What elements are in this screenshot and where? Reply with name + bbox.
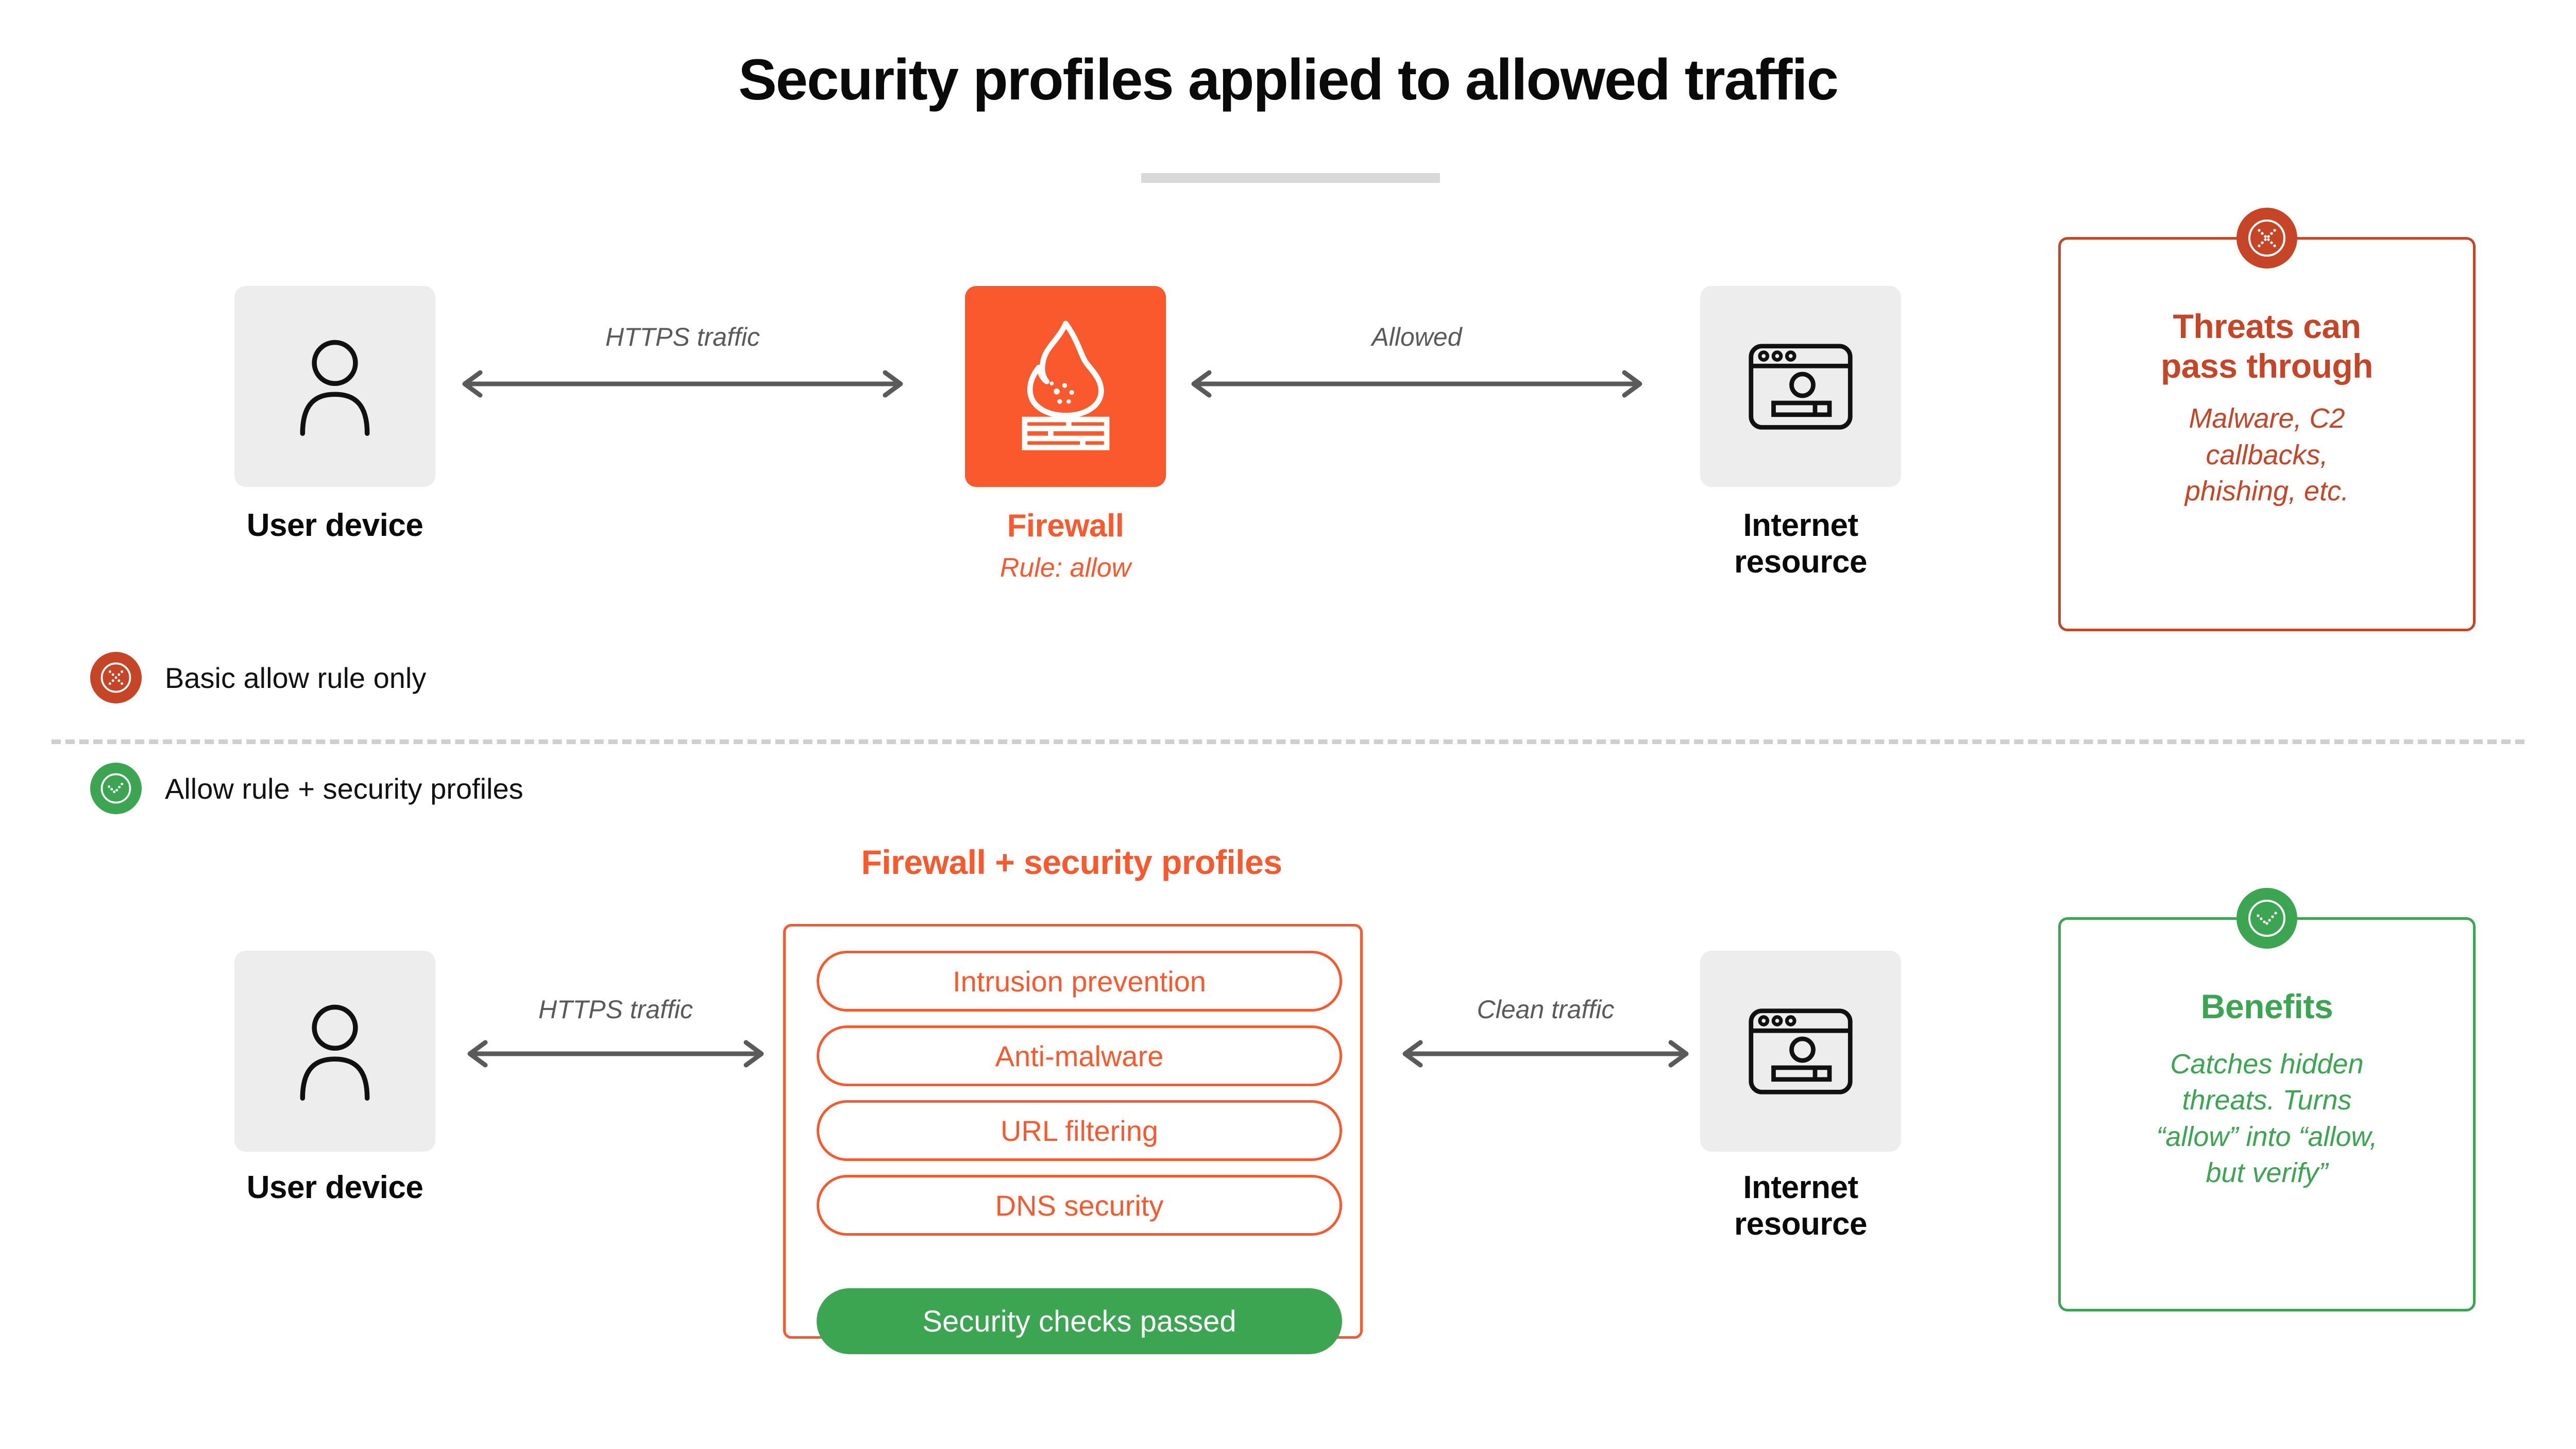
threats-card-body-line3: phishing, etc. <box>2184 475 2349 507</box>
bottom-arrow-left <box>467 1040 764 1068</box>
top-arrow-right <box>1191 370 1642 398</box>
bottom-user-device-label: User device <box>246 1170 423 1205</box>
circle-x-icon-glyph <box>100 662 131 693</box>
status-badge-label: Security checks passed <box>922 1304 1236 1338</box>
firewall-flame-brick-icon <box>1022 321 1109 450</box>
bottom-arrow-right <box>1402 1040 1689 1068</box>
circle-check-icon-glyph <box>100 773 131 804</box>
threats-card-title-line2: pass through <box>2160 347 2374 385</box>
profile-pill-intrusion-prevention[interactable]: Intrusion prevention <box>817 951 1342 1012</box>
benefits-card-body-line1: Catches hidden <box>2170 1049 2364 1080</box>
top-arrow-left-label: HTTPS traffic <box>605 323 760 351</box>
bottom-arrow-right-label: Clean traffic <box>1477 995 1615 1024</box>
person-icon <box>300 1004 370 1101</box>
bottom-arrow-left-label: HTTPS traffic <box>538 995 693 1024</box>
legend-item-basic-allow: Basic allow rule only <box>90 652 426 703</box>
legend-item-allow-plus-profiles: Allow rule + security profiles <box>90 763 523 814</box>
top-arrow-left <box>462 370 903 398</box>
profile-pill-anti-malware[interactable]: Anti-malware <box>817 1025 1342 1086</box>
firewall-label: Firewall <box>1007 508 1124 544</box>
circle-check-icon <box>2236 888 2297 949</box>
person-icon <box>300 340 370 436</box>
security-profiles-heading: Firewall + security profiles <box>861 843 1282 881</box>
top-user-device-label: User device <box>246 508 423 543</box>
top-arrow-right-label: Allowed <box>1371 323 1462 351</box>
threats-card-body-line1: Malware, C2 <box>2189 403 2345 434</box>
legend-label-basic-allow: Basic allow rule only <box>165 661 427 694</box>
title-underline-bar <box>1141 173 1440 183</box>
threats-card-body: Malware, C2 callbacks, phishing, etc. <box>2185 400 2349 509</box>
benefits-card-title: Benefits <box>2200 987 2333 1025</box>
bottom-internet-resource-label-line1: Internet <box>1743 1170 1858 1205</box>
threats-card: Threats can pass through Malware, C2 cal… <box>2058 237 2476 631</box>
profile-pill-label: Anti-malware <box>995 1039 1164 1072</box>
status-badge-security-checks-passed: Security checks passed <box>817 1288 1342 1354</box>
bottom-internet-resource-label-line2: resource <box>1734 1206 1867 1242</box>
page-title: Security profiles applied to allowed tra… <box>738 47 1839 112</box>
top-user-device-tile <box>234 286 435 487</box>
profile-pill-label: DNS security <box>995 1189 1164 1222</box>
firewall-tile <box>965 286 1166 487</box>
bottom-internet-resource-tile <box>1700 951 1901 1152</box>
circle-check-icon-glyph <box>2248 900 2285 937</box>
top-internet-resource-tile <box>1700 286 1901 487</box>
bottom-internet-resource-label: Internet resource <box>1669 1170 1932 1242</box>
profile-pill-url-filtering[interactable]: URL filtering <box>817 1100 1342 1161</box>
top-internet-resource-label-line1: Internet <box>1743 508 1858 543</box>
top-internet-resource-label-line2: resource <box>1734 544 1867 580</box>
threats-card-title-line1: Threats can <box>2173 307 2361 345</box>
section-divider <box>52 739 2524 744</box>
benefits-card: Benefits Catches hidden threats. Turns “… <box>2058 917 2476 1311</box>
browser-window-icon <box>1749 343 1853 430</box>
top-internet-resource-label: Internet resource <box>1669 508 1932 580</box>
firewall-rule-label: Rule: allow <box>999 553 1131 583</box>
profile-pill-label: URL filtering <box>1000 1114 1159 1147</box>
threats-card-title: Threats can pass through <box>2160 307 2374 386</box>
bottom-user-device-tile <box>234 951 435 1152</box>
legend-label-allow-plus-profiles: Allow rule + security profiles <box>165 772 523 805</box>
circle-x-icon <box>2236 208 2297 268</box>
profile-pill-dns-security[interactable]: DNS security <box>817 1175 1342 1236</box>
circle-x-icon <box>90 652 142 703</box>
circle-x-icon-glyph <box>2248 220 2285 257</box>
benefits-card-body-line3: “allow” into “allow, <box>2156 1121 2378 1152</box>
profile-pill-label: Intrusion prevention <box>953 965 1206 998</box>
benefits-card-body: Catches hidden threats. Turns “allow” in… <box>2156 1046 2377 1191</box>
threats-card-body-line2: callbacks, <box>2206 439 2328 470</box>
circle-check-icon <box>90 763 142 814</box>
benefits-card-body-line4: but verify” <box>2206 1157 2328 1188</box>
browser-window-icon <box>1749 1008 1853 1094</box>
benefits-card-body-line2: threats. Turns <box>2182 1085 2352 1116</box>
